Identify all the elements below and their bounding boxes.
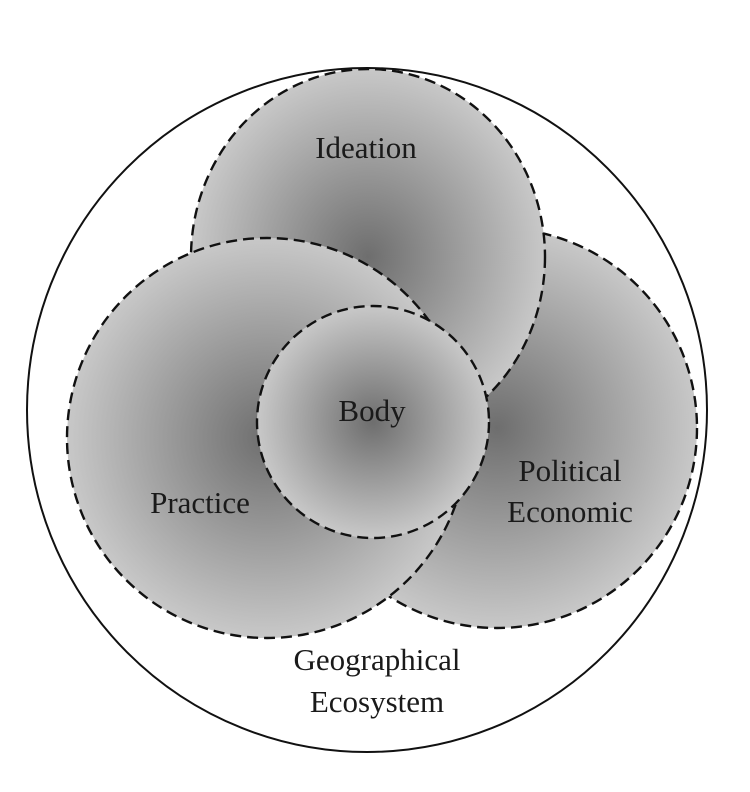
body-label: Body	[338, 393, 406, 428]
ecosystem-label-line2: Ecosystem	[310, 684, 444, 719]
ideation-label: Ideation	[315, 130, 417, 165]
practice-label: Practice	[150, 485, 250, 520]
political-label-line1: Political	[518, 453, 621, 488]
geographical-label-line1: Geographical	[294, 642, 461, 677]
economic-label-line2: Economic	[507, 494, 633, 529]
body-circle	[255, 304, 491, 540]
